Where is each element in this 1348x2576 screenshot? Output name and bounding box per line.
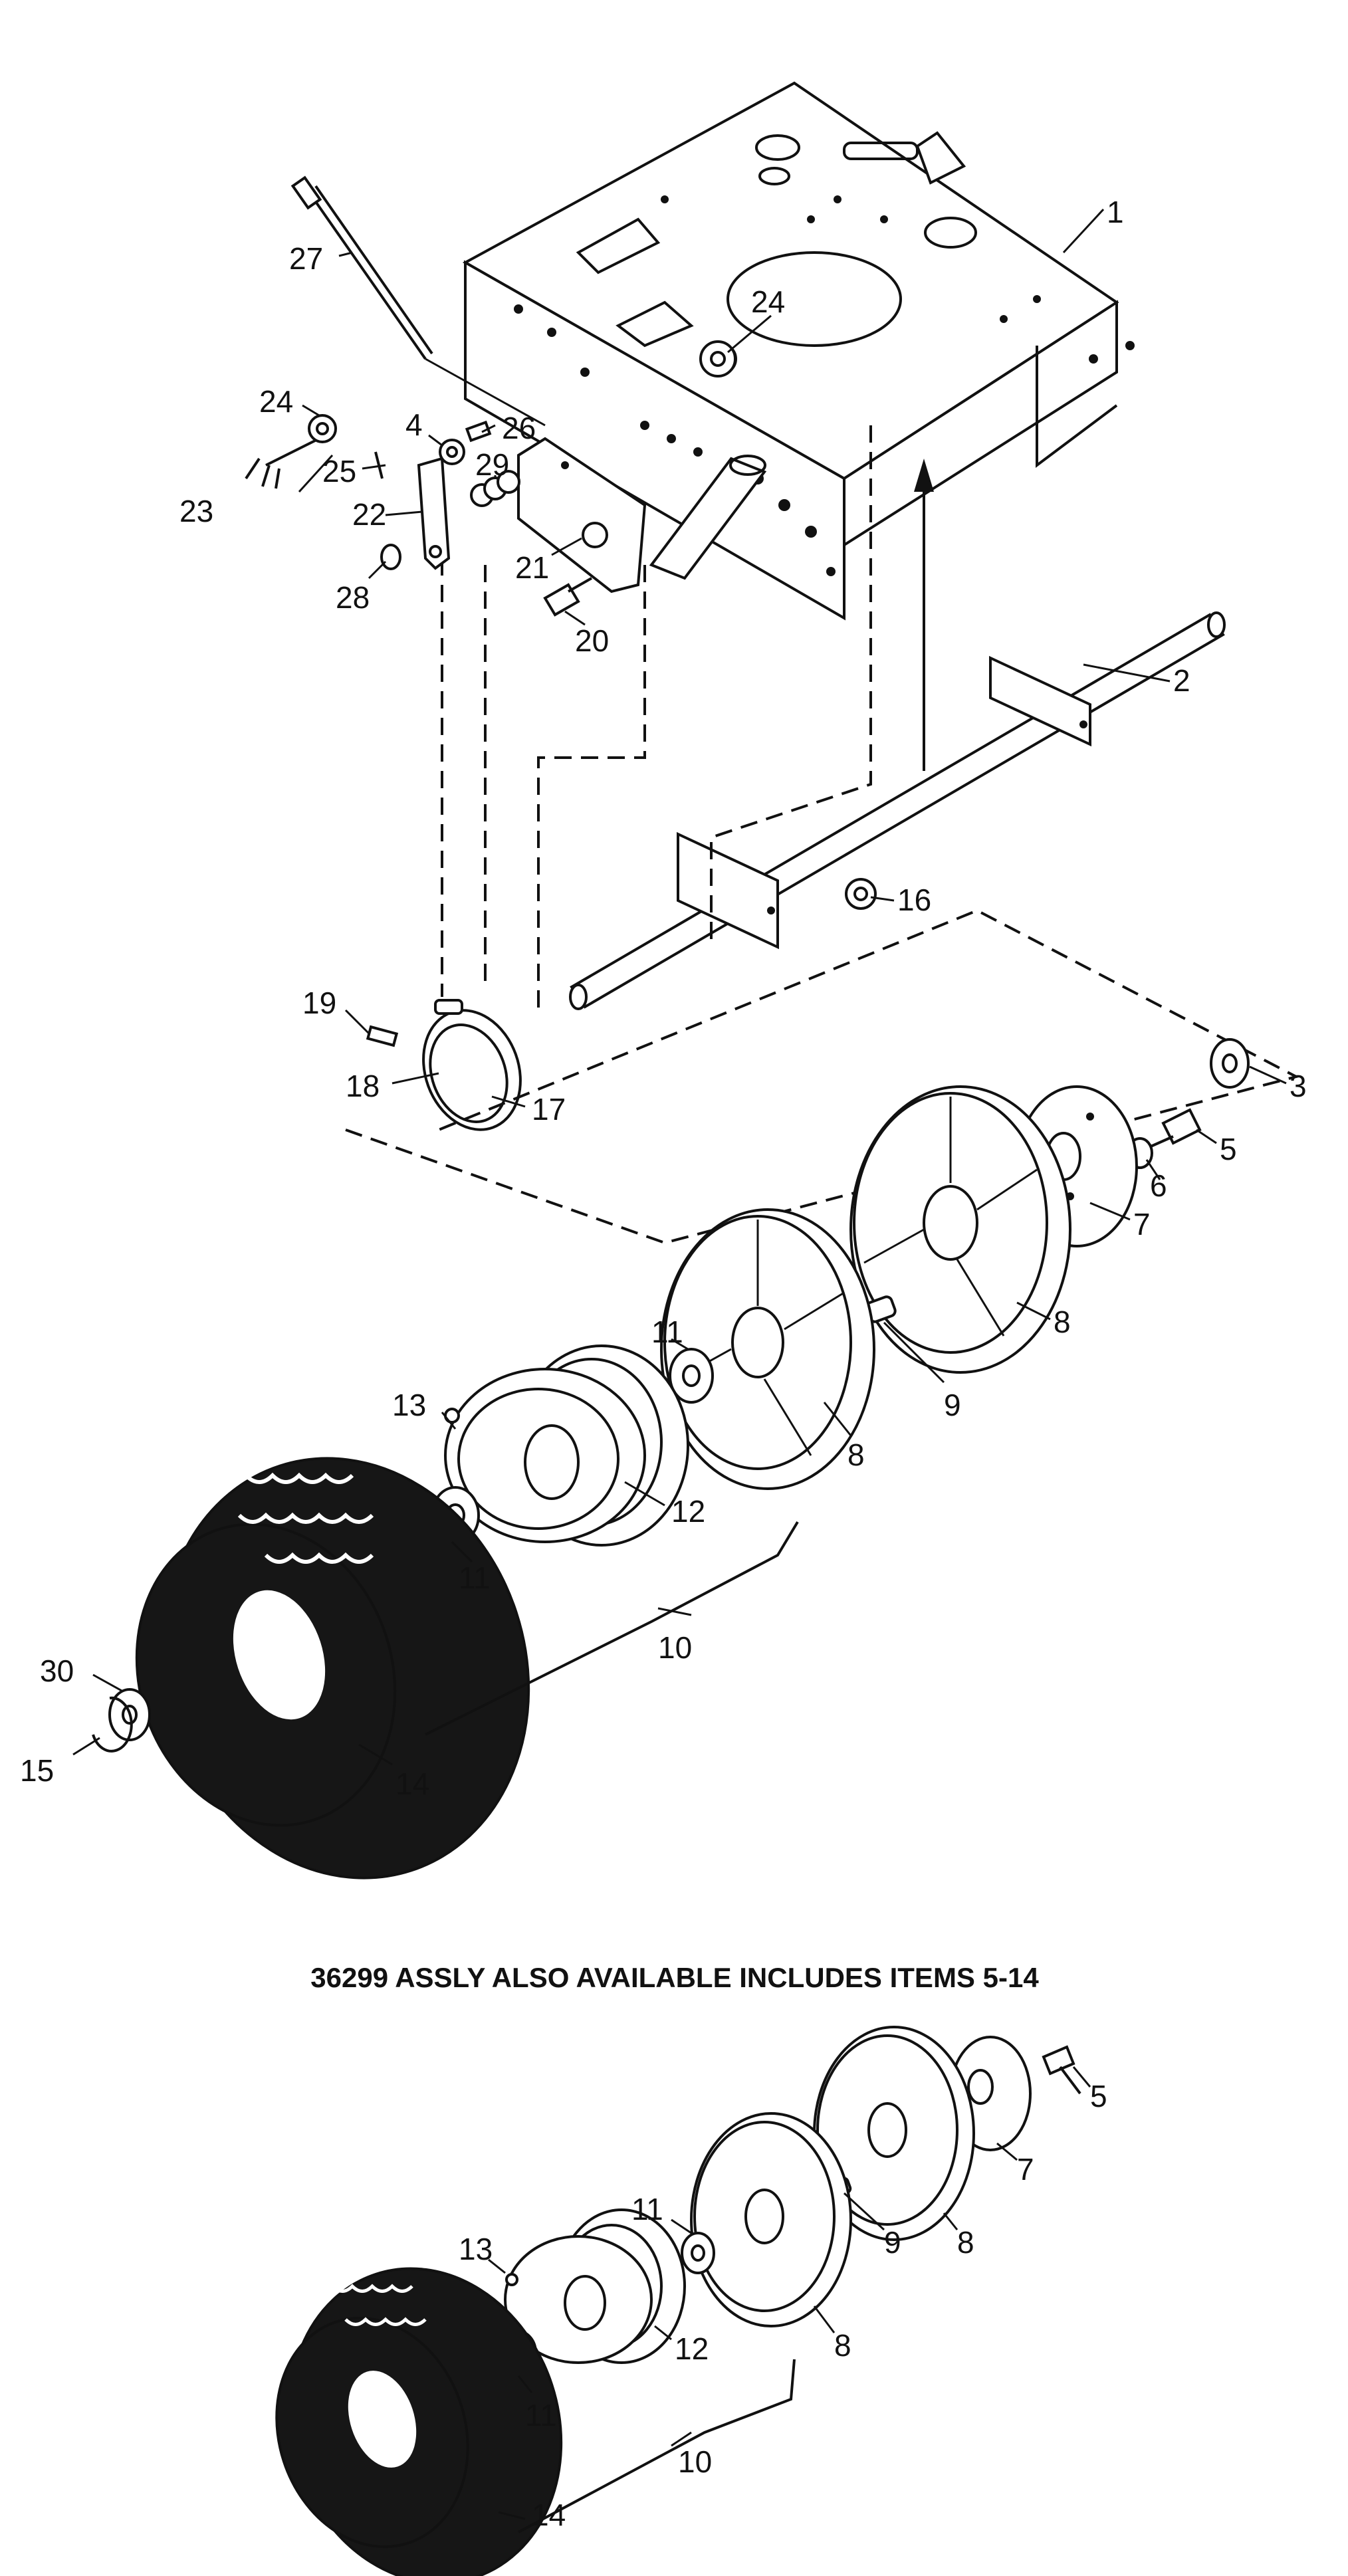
pulley-8-inner (660, 1208, 875, 1490)
callout-7: 7 (1133, 1207, 1151, 1241)
callout-5: 5 (1220, 1132, 1237, 1166)
lower-leader-lines (488, 2066, 1091, 2520)
lower-callouts: 5 7 8 9 8 11 12 13 11 14 10 (459, 2079, 1107, 2532)
lower-bolt-5 (1042, 2045, 1081, 2095)
lower-callout-13: 13 (459, 2232, 493, 2266)
callout-14: 14 (395, 1767, 429, 1801)
callout-3: 3 (1290, 1069, 1307, 1103)
callout-19: 19 (302, 986, 336, 1020)
bracket-10 (425, 1521, 799, 1736)
lower-callout-11a: 11 (631, 2192, 663, 2226)
lower-bracket-10 (518, 2359, 796, 2533)
callout-20: 20 (575, 623, 609, 658)
callout-25: 25 (322, 454, 356, 488)
assembly-caption: 36299 ASSLY ALSO AVAILABLE INCLUDES ITEM… (310, 1962, 1039, 1993)
upper-leader-lines (72, 208, 1287, 1766)
washer-28 (380, 544, 401, 570)
brake-band-17-18 (422, 999, 522, 1131)
callout-18: 18 (346, 1069, 380, 1103)
callout-29: 29 (475, 447, 509, 482)
chassis-frame (462, 81, 1135, 621)
pivot-bracket-22 (417, 457, 451, 570)
dashed-guide-lines (345, 425, 1300, 1245)
callout-1: 1 (1107, 195, 1124, 229)
lower-callout-9: 9 (884, 2225, 901, 2260)
upper-callouts: 1 2 3 5 6 7 8 9 8 11 12 13 11 10 14 30 1… (20, 195, 1307, 1801)
callout-30: 30 (40, 1654, 74, 1688)
callout-11a: 11 (651, 1315, 683, 1349)
callout-10: 10 (658, 1630, 692, 1665)
callout-28: 28 (336, 580, 370, 615)
pin-19 (366, 1025, 399, 1047)
callout-24b: 24 (751, 284, 785, 319)
lower-bearing-11-top (681, 2232, 715, 2274)
shift-rod (290, 175, 546, 427)
callout-12: 12 (671, 1494, 705, 1529)
callout-8b: 8 (847, 1438, 865, 1472)
lower-callout-11b: 11 (525, 2398, 557, 2432)
lower-callout-8b: 8 (834, 2328, 851, 2363)
callout-4: 4 (405, 407, 423, 442)
callout-17: 17 (532, 1092, 566, 1127)
nut-24-frame (699, 340, 736, 377)
pulley-8-outer (849, 1085, 1071, 1374)
callout-2: 2 (1173, 663, 1190, 698)
lower-hub-12 (504, 2208, 686, 2364)
hub-12 (444, 1344, 689, 1547)
lower-callout-8a: 8 (957, 2225, 974, 2260)
callout-21: 21 (515, 550, 549, 585)
callout-24a: 24 (259, 384, 293, 419)
washer-3 (1210, 1038, 1250, 1089)
callout-22: 22 (352, 497, 386, 532)
lower-set-screw-13 (505, 2273, 518, 2286)
callout-8a: 8 (1054, 1305, 1071, 1339)
plate-21 (517, 437, 647, 593)
lower-callout-7: 7 (1017, 2152, 1034, 2187)
assembly-arrow (914, 459, 934, 771)
lower-callout-5: 5 (1090, 2079, 1107, 2113)
callout-26: 26 (502, 411, 536, 445)
lower-callout-14: 14 (532, 2498, 566, 2532)
callout-9: 9 (944, 1388, 961, 1422)
nut-24-left (308, 414, 337, 443)
callout-16: 16 (897, 883, 931, 917)
spring-29 (470, 470, 520, 507)
callout-15: 15 (20, 1753, 54, 1788)
nut-16 (845, 878, 877, 910)
lower-callout-12: 12 (675, 2331, 709, 2366)
callout-13: 13 (392, 1388, 426, 1422)
callout-6: 6 (1150, 1168, 1167, 1203)
e-ring-15 (92, 1696, 133, 1753)
pin-26 (465, 420, 492, 443)
lower-tire-14 (275, 2267, 563, 2576)
callout-27: 27 (289, 241, 323, 276)
lower-pulley-8-inner (690, 2112, 852, 2327)
bolt-20 (543, 577, 592, 617)
tire-14 (135, 1457, 530, 1879)
callout-11b: 11 (459, 1560, 491, 1595)
lower-callout-10: 10 (678, 2444, 712, 2479)
axle-shaft (569, 611, 1226, 1010)
washer-4 (439, 439, 465, 465)
callout-23: 23 (179, 494, 213, 528)
bearing-11-top (669, 1348, 714, 1404)
bolt-5 (1143, 1108, 1202, 1151)
